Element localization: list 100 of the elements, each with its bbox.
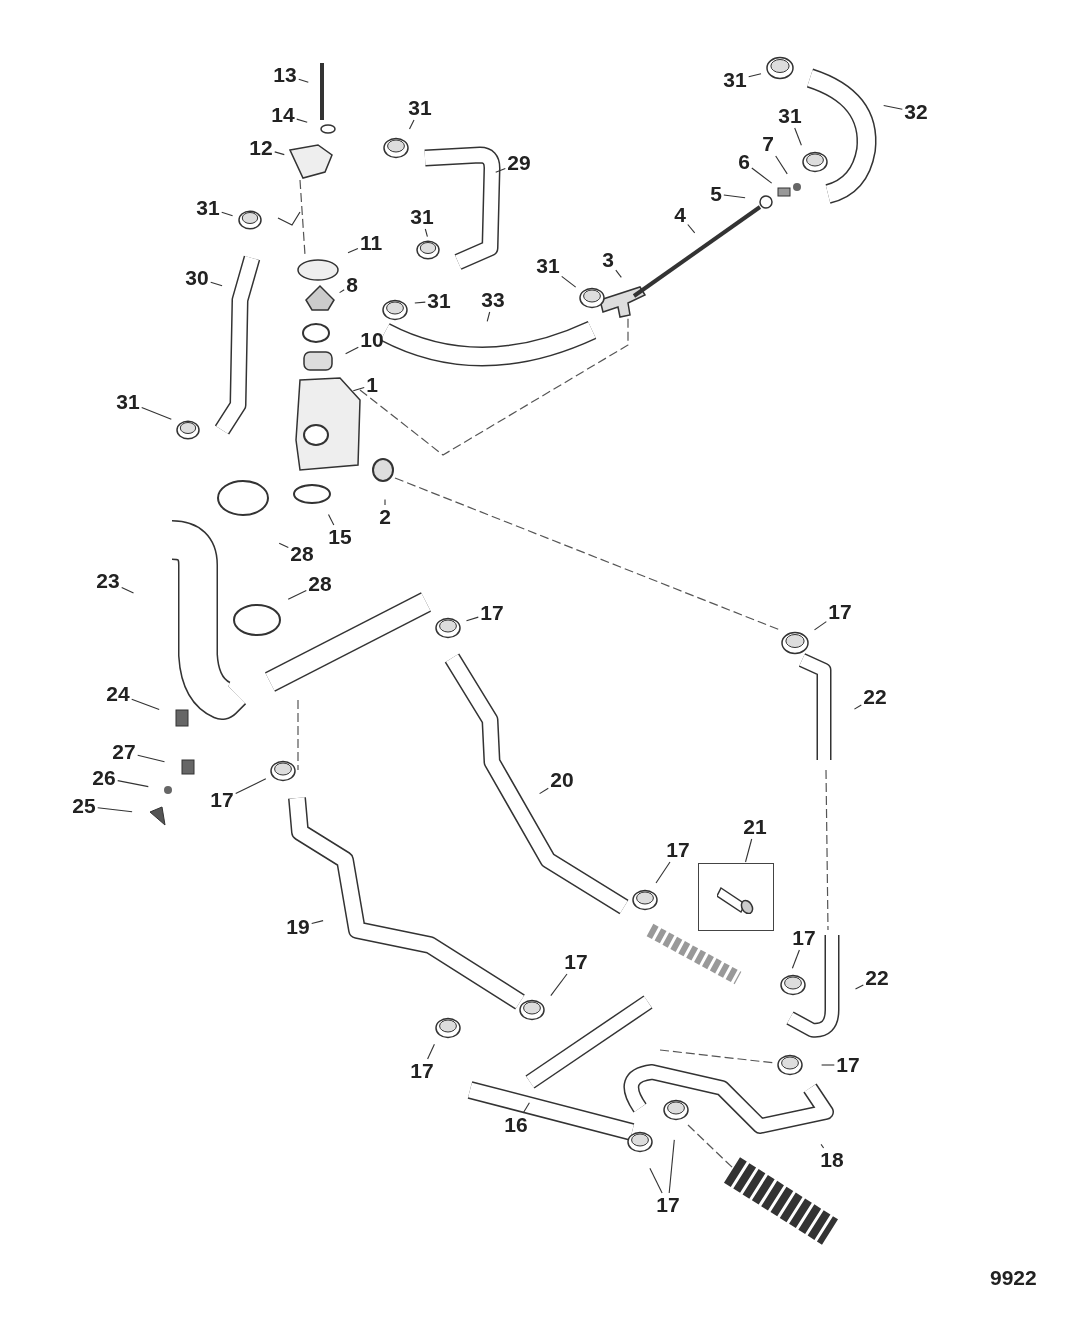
figure-number: 9922 <box>990 1266 1037 1290</box>
callout-number: 16 <box>504 1114 528 1136</box>
leader-line <box>339 289 345 294</box>
leader-line <box>131 698 160 711</box>
callout-number: 24 <box>106 683 130 705</box>
leader-line <box>97 807 133 813</box>
leader-line <box>751 167 773 184</box>
leader-line <box>414 301 426 304</box>
callout-number: 17 <box>564 951 588 973</box>
callout-number: 13 <box>273 64 297 86</box>
leader-line <box>522 1102 530 1114</box>
leader-line <box>687 223 696 234</box>
callout-number: 22 <box>863 686 887 708</box>
leader-line <box>775 155 788 175</box>
callout-number: 31 <box>116 391 140 413</box>
callout-number: 31 <box>427 290 451 312</box>
callout-number: 19 <box>286 916 310 938</box>
callout-number: 21 <box>743 816 767 838</box>
leader-line <box>821 1064 835 1066</box>
callout-number: 28 <box>308 573 332 595</box>
callout-number: 1 <box>366 374 378 396</box>
callout-number: 17 <box>828 601 852 623</box>
leader-line <box>352 386 365 392</box>
leader-line <box>221 211 234 217</box>
leader-line <box>427 1043 435 1060</box>
leader-line <box>311 920 324 925</box>
callout-number: 31 <box>723 69 747 91</box>
leader-line <box>137 754 166 763</box>
leader-line <box>495 167 506 173</box>
leader-line <box>141 406 172 420</box>
leader-line <box>274 151 285 156</box>
callout-number: 17 <box>666 839 690 861</box>
callout-number: 25 <box>72 795 96 817</box>
callout-number: 17 <box>656 1194 680 1216</box>
callout-number: 17 <box>410 1060 434 1082</box>
callout-number: 27 <box>112 741 136 763</box>
leader-line <box>121 586 135 594</box>
leader-line <box>883 104 903 110</box>
callout-number: 2 <box>379 506 391 528</box>
callout-number: 3 <box>602 249 614 271</box>
inset-box <box>698 863 774 931</box>
leader-line <box>668 1139 675 1194</box>
callout-number: 8 <box>346 274 358 296</box>
leader-line <box>794 127 802 146</box>
callout-number: 31 <box>196 197 220 219</box>
callout-number: 30 <box>185 267 209 289</box>
leader-line <box>298 78 309 83</box>
leader-line <box>748 73 762 78</box>
callout-number: 22 <box>865 967 889 989</box>
callout-number: 31 <box>410 206 434 228</box>
callout-number: 20 <box>550 769 574 791</box>
leader-line <box>550 973 568 997</box>
callout-number: 33 <box>481 289 505 311</box>
leader-line <box>820 1143 825 1149</box>
callout-number: 31 <box>536 255 560 277</box>
leader-line <box>854 984 864 990</box>
callout-number: 11 <box>359 232 383 254</box>
leader-line <box>655 861 671 884</box>
callout-number: 17 <box>480 602 504 624</box>
leader-line <box>327 514 335 526</box>
callout-number: 28 <box>290 543 314 565</box>
leader-line <box>539 787 549 795</box>
callout-number: 17 <box>836 1054 860 1076</box>
leader-line <box>296 118 308 123</box>
callout-number: 12 <box>249 137 273 159</box>
leader-line <box>649 1167 663 1194</box>
leader-line <box>117 780 149 788</box>
callout-number: 14 <box>271 104 295 126</box>
callout-number: 7 <box>762 133 774 155</box>
callout-number: 6 <box>738 151 750 173</box>
leader-line <box>287 590 307 600</box>
leader-line <box>791 949 800 969</box>
callout-number: 29 <box>507 152 531 174</box>
leader-line <box>384 499 386 506</box>
leader-line <box>408 119 415 130</box>
leader-line <box>210 281 223 287</box>
leader-line <box>345 346 359 355</box>
leader-line <box>615 269 622 278</box>
callout-number: 5 <box>710 183 722 205</box>
leader-line <box>424 228 428 238</box>
leader-line <box>278 542 289 549</box>
callout-number: 31 <box>778 105 802 127</box>
leader-line <box>744 838 753 863</box>
callout-number: 10 <box>360 329 384 351</box>
callout-number: 17 <box>792 927 816 949</box>
callout-number: 31 <box>408 97 432 119</box>
callout-number: 18 <box>820 1149 844 1171</box>
callout-number: 15 <box>328 526 352 548</box>
leader-line <box>723 194 746 199</box>
callout-number: 23 <box>96 570 120 592</box>
callout-number: 32 <box>904 101 928 123</box>
leader-line <box>853 704 862 710</box>
callout-number: 26 <box>92 767 116 789</box>
leader-line <box>235 778 267 794</box>
callout-number: 4 <box>674 204 686 226</box>
leader-line <box>813 621 827 631</box>
leader-line <box>561 275 577 288</box>
callout-number: 17 <box>210 789 234 811</box>
leader-line <box>465 616 479 622</box>
leader-line <box>347 248 359 254</box>
